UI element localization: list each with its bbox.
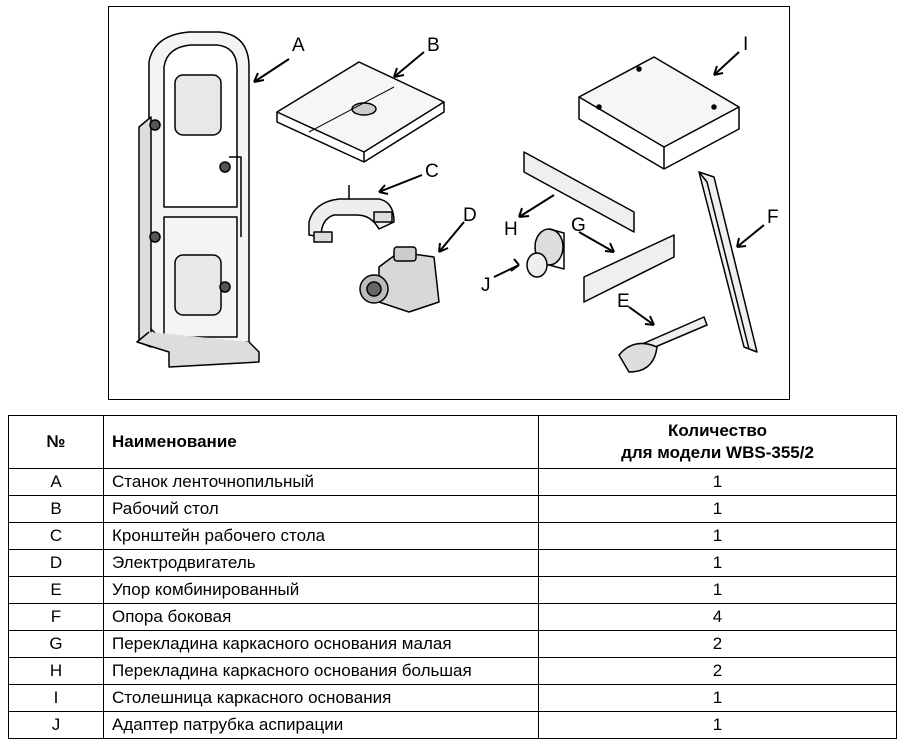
table-bracket-drawing [308, 185, 395, 243]
callout-c: C [425, 161, 439, 182]
callout-a: A [292, 35, 305, 56]
row-name: Станок ленточнопильный [103, 468, 539, 496]
table-header-row: № Наименование Количество для модели WBS… [8, 415, 897, 469]
parts-illustration: A B C D E F G H I J [108, 6, 790, 400]
row-number: A [8, 468, 104, 496]
header-quantity-line1: Количество [667, 421, 768, 440]
row-quantity: 1 [538, 522, 897, 550]
callout-i: I [743, 34, 748, 55]
callout-j: J [481, 275, 491, 296]
row-name: Перекладина каркасного основания малая [103, 630, 539, 658]
callout-d: D [463, 205, 477, 226]
parts-drawing: A B C D E F G H I J [136, 31, 779, 373]
work-table-drawing [276, 61, 445, 163]
header-number: № [8, 415, 104, 469]
row-quantity: 2 [538, 657, 897, 685]
row-number: D [8, 549, 104, 577]
row-name: Перекладина каркасного основания большая [103, 657, 539, 685]
long-crossbar-drawing [523, 151, 635, 233]
row-number: H [8, 657, 104, 685]
callout-f: F [767, 207, 779, 228]
callout-e: E [617, 291, 630, 312]
miter-gauge-drawing [618, 316, 708, 373]
header-quantity-line2: для модели WBS-355/2 [621, 443, 814, 462]
row-name: Упор комбинированный [103, 576, 539, 604]
bandsaw-drawing [136, 31, 260, 368]
row-number: B [8, 495, 104, 523]
leader-arrows [253, 51, 765, 326]
row-quantity: 1 [538, 468, 897, 496]
callout-h: H [504, 219, 518, 240]
row-quantity: 1 [538, 495, 897, 523]
header-quantity: Количество для модели WBS-355/2 [538, 415, 897, 469]
row-quantity: 1 [538, 576, 897, 604]
row-number: I [8, 684, 104, 712]
adapter-drawing [526, 228, 565, 278]
motor-drawing [359, 246, 440, 313]
row-name: Адаптер патрубка аспирации [103, 711, 539, 739]
row-name: Опора боковая [103, 603, 539, 631]
callout-g: G [571, 215, 586, 236]
side-support-drawing [698, 171, 758, 353]
row-name: Столешница каркасного основания [103, 684, 539, 712]
row-quantity: 1 [538, 711, 897, 739]
row-number: J [8, 711, 104, 739]
row-number: G [8, 630, 104, 658]
base-top-drawing [578, 56, 740, 170]
row-number: F [8, 603, 104, 631]
callout-b: B [427, 35, 440, 56]
row-quantity: 1 [538, 684, 897, 712]
row-name: Электродвигатель [103, 549, 539, 577]
row-quantity: 1 [538, 549, 897, 577]
row-quantity: 4 [538, 603, 897, 631]
row-number: C [8, 522, 104, 550]
row-quantity: 2 [538, 630, 897, 658]
parts-table: № Наименование Количество для модели WBS… [8, 415, 897, 739]
row-number: E [8, 576, 104, 604]
short-crossbar-drawing [583, 234, 675, 303]
row-name: Рабочий стол [103, 495, 539, 523]
row-name: Кронштейн рабочего стола [103, 522, 539, 550]
header-name: Наименование [103, 415, 539, 469]
